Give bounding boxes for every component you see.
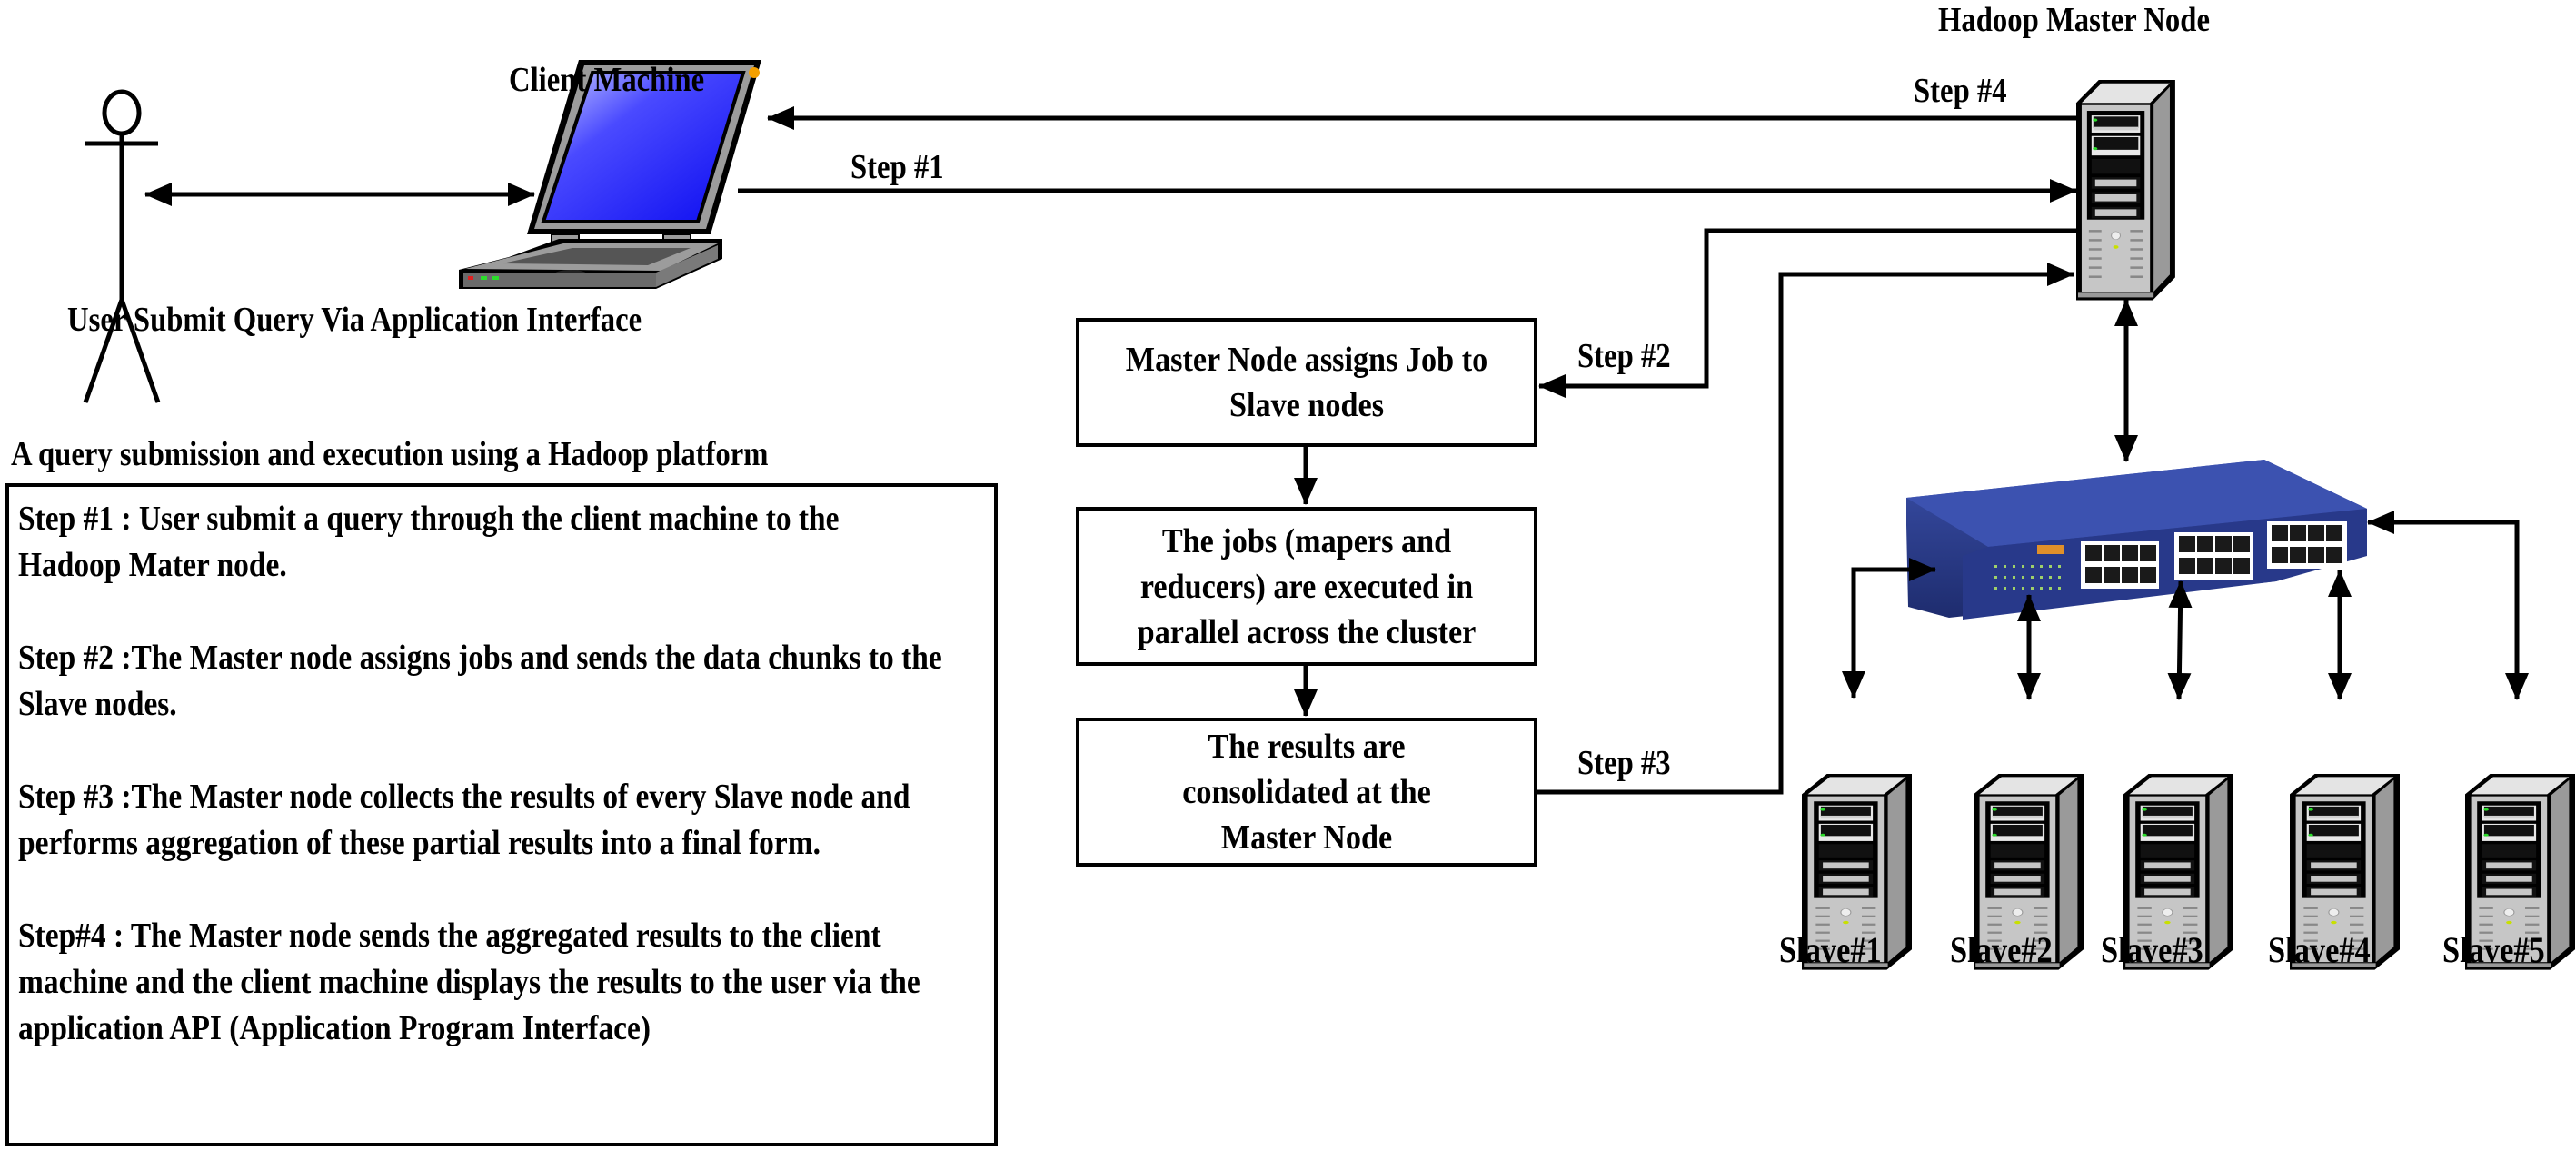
step3-label: Step #3 — [1577, 744, 1671, 782]
flow-box-text: Master Node assigns Job to Slave nodes — [1125, 341, 1488, 424]
step2-arrow — [1538, 228, 2078, 398]
flow-box-text: The results are consolidated at the Mast… — [1182, 728, 1431, 857]
step2-label: Step #2 — [1577, 337, 1671, 375]
legend-step-4: Step#4 : The Master node sends the aggre… — [18, 917, 920, 1047]
slave-label-2: Slave#2 — [1950, 929, 2053, 970]
master-node-title: Hadoop Master Node — [1938, 1, 2210, 39]
slave-label-4: Slave#4 — [2268, 929, 2371, 970]
legend-title: A query submission and execution using a… — [11, 435, 769, 473]
master-server-icon — [2075, 79, 2176, 302]
switch-slave5-arrow — [2367, 511, 2529, 700]
legend-step-2: Step #2 :The Master node assigns jobs an… — [18, 639, 942, 723]
laptop-icon — [459, 60, 761, 289]
flow-box-parallel-execution: The jobs (mapers and reducers) are execu… — [1076, 507, 1537, 666]
client-machine-title: Client Machine — [509, 61, 705, 99]
legend-step-1: Step #1 : User submit a query through th… — [18, 500, 840, 584]
flow-box-consolidate-results: The results are consolidated at the Mast… — [1076, 718, 1537, 867]
user-actor-icon — [83, 89, 161, 403]
legend-box: Step #1 : User submit a query through th… — [5, 483, 998, 1146]
step4-label: Step #4 — [1914, 72, 2007, 110]
switch-slave1-arrow — [1842, 558, 1936, 699]
step3-arrow — [1536, 263, 2074, 795]
slave-label-1: Slave#1 — [1779, 929, 1882, 970]
slave-label-3: Slave#3 — [2101, 929, 2203, 970]
flow-box-text: The jobs (mapers and reducers) are execu… — [1137, 521, 1477, 651]
slave-label-5: Slave#5 — [2442, 929, 2545, 970]
user-caption: User Submit Query Via Application Interf… — [67, 301, 642, 339]
legend-step-3: Step #3 :The Master node collects the re… — [18, 778, 910, 862]
switch-slave3-arrow — [2167, 580, 2193, 700]
network-switch-icon — [1906, 460, 2367, 620]
step1-label: Step #1 — [850, 148, 944, 186]
flow-box-assign-jobs: Master Node assigns Job to Slave nodes — [1076, 318, 1537, 447]
